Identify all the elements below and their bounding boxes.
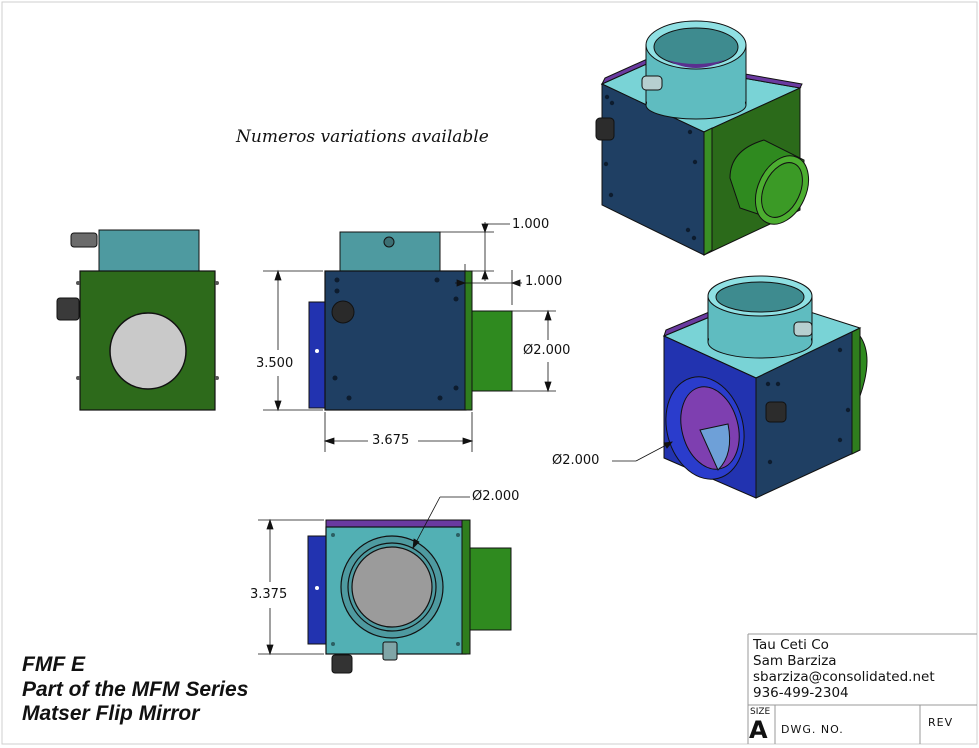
- iso-right-plate: [703, 127, 713, 256]
- front-view-screw: [434, 277, 440, 283]
- title-block-email: sbarziza@consolidated.net: [753, 669, 935, 685]
- bottom-view-cap-inner: [347, 542, 437, 632]
- dim-port-diameter-bottom: Ø2.000: [472, 489, 520, 504]
- iso-screw: [604, 94, 610, 100]
- side-view: [56, 229, 219, 411]
- front-view-screw: [453, 296, 459, 302]
- iso-screw: [603, 161, 609, 167]
- side-view-cap: [98, 229, 200, 274]
- bottom-view-screw: [456, 533, 460, 537]
- title-block-size-value: A: [749, 716, 768, 744]
- title-block-company: Tau Ceti Co: [753, 637, 829, 653]
- bottom-view-top-edge: [325, 519, 467, 528]
- front-view-left-ring: [308, 301, 326, 409]
- iso2-screw: [837, 437, 843, 443]
- iso-screw: [685, 227, 691, 233]
- dim-front-width: 3.675: [372, 433, 410, 448]
- side-view-knob-left: [56, 297, 80, 321]
- front-view: [308, 231, 513, 411]
- iso2-knob: [765, 401, 787, 423]
- iso-view-bottom: [662, 275, 868, 499]
- bottom-view-side-plate: [461, 519, 471, 655]
- bottom-view-screw: [331, 642, 335, 646]
- front-view-screw: [332, 375, 338, 381]
- product-title-line-1: FMF E: [22, 653, 85, 676]
- side-view-screw: [215, 376, 219, 380]
- bottom-view-knob: [331, 654, 353, 674]
- iso2-cap-opening: [715, 281, 805, 313]
- dim-side-offset: 1.000: [525, 274, 563, 289]
- iso-dimension-leader: [612, 441, 673, 462]
- iso2-screw: [845, 407, 851, 413]
- dim-port-diameter-iso: Ø2.000: [552, 453, 600, 468]
- iso2-cap-pin: [793, 321, 813, 337]
- product-title-line-3: Matser Flip Mirror: [22, 702, 200, 725]
- iso-view-top: [595, 20, 810, 256]
- bottom-view-pin: [382, 641, 398, 661]
- side-view-knob-top: [70, 232, 98, 248]
- variations-note: Numeros variations available: [236, 127, 489, 147]
- iso-cap-opening: [653, 27, 739, 67]
- front-view-body: [324, 270, 467, 411]
- front-view-cap-screw: [383, 236, 395, 248]
- iso-screw: [692, 159, 698, 165]
- title-block-dwg-label: DWG. NO.: [781, 723, 844, 736]
- front-view-knob: [331, 300, 355, 324]
- title-block-size-label: SIZE: [750, 707, 771, 717]
- iso2-right-plate: [851, 327, 861, 455]
- bottom-view-dimension-lines: [258, 496, 470, 656]
- dim-port-diameter-front: Ø2.000: [523, 343, 571, 358]
- dim-front-height: 3.500: [256, 356, 294, 371]
- bottom-view-ring-dot: [315, 586, 319, 590]
- title-block-phone: 936-499-2304: [753, 685, 849, 701]
- front-view-screw: [453, 385, 459, 391]
- iso2-screw: [837, 347, 843, 353]
- iso2-screw: [767, 459, 773, 465]
- front-view-screw: [334, 277, 340, 283]
- front-view-screw: [334, 288, 340, 294]
- dim-bottom-height: 3.375: [250, 587, 288, 602]
- iso-screw: [608, 192, 614, 198]
- iso-cap-mirror-glimpse: [667, 60, 725, 68]
- iso2-screw: [765, 381, 771, 387]
- iso-screw: [691, 235, 697, 241]
- bottom-view: [307, 519, 512, 674]
- iso-cap-pin: [641, 75, 663, 91]
- bottom-view-mirror: [351, 546, 433, 628]
- side-view-screw: [76, 281, 80, 285]
- title-block-rev-label: REV: [928, 716, 954, 729]
- bottom-view-screw: [456, 642, 460, 646]
- front-view-ring-dot: [315, 349, 319, 353]
- front-view-port: [471, 310, 513, 392]
- side-view-screw: [76, 376, 80, 380]
- iso-screw: [609, 100, 615, 106]
- front-view-screw: [346, 395, 352, 401]
- iso-screw: [687, 129, 693, 135]
- iso-port-opening: [761, 162, 803, 218]
- iso2-back-green: [859, 334, 868, 397]
- side-view-screw: [215, 281, 219, 285]
- title-block-name: Sam Barziza: [753, 653, 837, 669]
- iso-knob: [595, 117, 615, 141]
- dim-top-offset: 1.000: [512, 217, 550, 232]
- iso2-screw: [775, 381, 781, 387]
- iso2-port-mirror: [699, 423, 731, 471]
- front-view-screw: [437, 395, 443, 401]
- bottom-view-screw: [331, 533, 335, 537]
- product-title-line-2: Part of the MFM Series: [22, 678, 249, 701]
- side-view-mirror: [109, 312, 187, 390]
- front-view-dimension-lines: [263, 222, 556, 452]
- bottom-view-port: [469, 547, 512, 631]
- title-block-frame: [747, 633, 977, 744]
- front-view-side-plate: [464, 270, 473, 411]
